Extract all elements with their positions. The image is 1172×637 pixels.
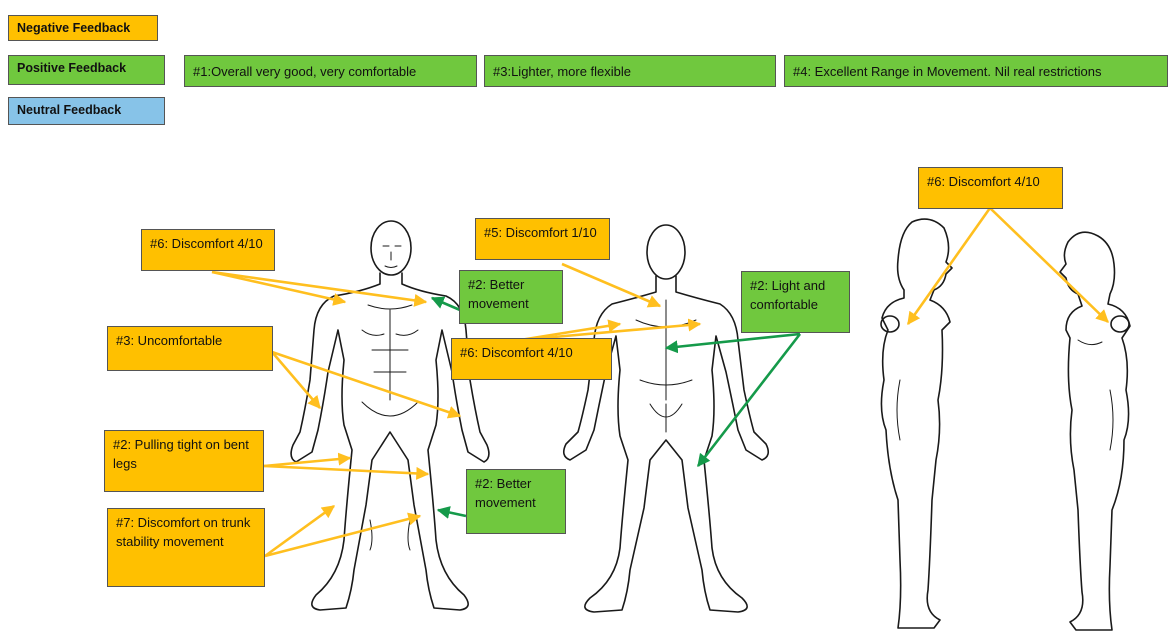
feedback-1-text: #1:Overall very good, very comfortable [193, 63, 417, 79]
arrow-back-discomfort-6-b [519, 318, 702, 342]
arrows [211, 207, 1109, 558]
legend-negative-label: Negative Feedback [17, 21, 131, 35]
callout-text: #6: Discomfort 4/10 [927, 174, 1040, 189]
legend-positive-label: Positive Feedback [17, 61, 127, 75]
arrow-back-light-comfortable-b [696, 333, 802, 468]
arrow-front-discomfort-7-a [264, 504, 336, 558]
callout-text: #3: Uncomfortable [116, 333, 223, 348]
feedback-box-3: #3:Lighter, more flexible [484, 55, 776, 87]
callout-front-discomfort-6: #6: Discomfort 4/10 [141, 229, 275, 271]
callout-back-discomfort-5: #5: Discomfort 1/10 [475, 218, 610, 260]
arrow-front-uncomfortable-3-a [271, 351, 321, 409]
arrow-front-better-movement-upper [430, 296, 461, 312]
arrow-front-discomfort-6-b [211, 270, 428, 307]
arrow-front-better-movement-lower [436, 506, 467, 519]
arrow-front-discomfort-7-b [264, 512, 422, 558]
callout-back-light-comfortable-2: #2: Light and comfortable [741, 271, 850, 333]
callout-side-discomfort-6: #6: Discomfort 4/10 [918, 167, 1063, 209]
callout-back-discomfort-6: #6: Discomfort 4/10 [451, 338, 612, 380]
callout-text: #2: Better movement [468, 277, 529, 311]
arrow-side-discomfort-6-a [906, 207, 992, 326]
arrow-front-pulling-tight-b [263, 464, 430, 480]
callout-front-better-movement-lower: #2: Better movement [466, 469, 566, 534]
back-body-figure [562, 224, 770, 613]
callout-text: #6: Discomfort 4/10 [150, 236, 263, 251]
callout-text: #2: Better movement [475, 476, 536, 510]
legend-positive-feedback: Positive Feedback [8, 55, 165, 85]
arrow-side-discomfort-6-b [989, 207, 1109, 323]
callout-front-discomfort-7: #7: Discomfort on trunk stability moveme… [107, 508, 265, 587]
legend-negative-feedback: Negative Feedback [8, 15, 158, 41]
arrow-front-pulling-tight-a [263, 452, 352, 468]
callout-text: #2: Pulling tight on bent legs [113, 437, 249, 471]
feedback-4-text: #4: Excellent Range in Movement. Nil rea… [793, 63, 1102, 79]
feedback-box-4: #4: Excellent Range in Movement. Nil rea… [784, 55, 1168, 87]
arrow-front-discomfort-6-a [211, 270, 347, 306]
callout-front-uncomfortable-3: #3: Uncomfortable [107, 326, 273, 371]
arrow-back-discomfort-5 [561, 262, 662, 308]
callout-front-pulling-tight-2: #2: Pulling tight on bent legs [104, 430, 264, 492]
side-figure-right [1059, 231, 1131, 631]
legend-neutral-label: Neutral Feedback [17, 103, 122, 117]
front-body-figure [290, 220, 490, 611]
callout-text: #7: Discomfort on trunk stability moveme… [116, 515, 251, 549]
feedback-3-text: #3:Lighter, more flexible [493, 63, 632, 79]
callout-front-better-movement-upper: #2: Better movement [459, 270, 563, 324]
feedback-box-1: #1:Overall very good, very comfortable [184, 55, 477, 87]
legend-neutral-feedback: Neutral Feedback [8, 97, 165, 125]
side-figure-left [880, 218, 953, 629]
callout-text: #6: Discomfort 4/10 [460, 345, 573, 360]
arrow-front-uncomfortable-3-b [271, 350, 462, 419]
callout-text: #2: Light and comfortable [750, 278, 826, 312]
arrow-back-light-comfortable-a [664, 332, 801, 354]
callout-text: #5: Discomfort 1/10 [484, 225, 597, 240]
